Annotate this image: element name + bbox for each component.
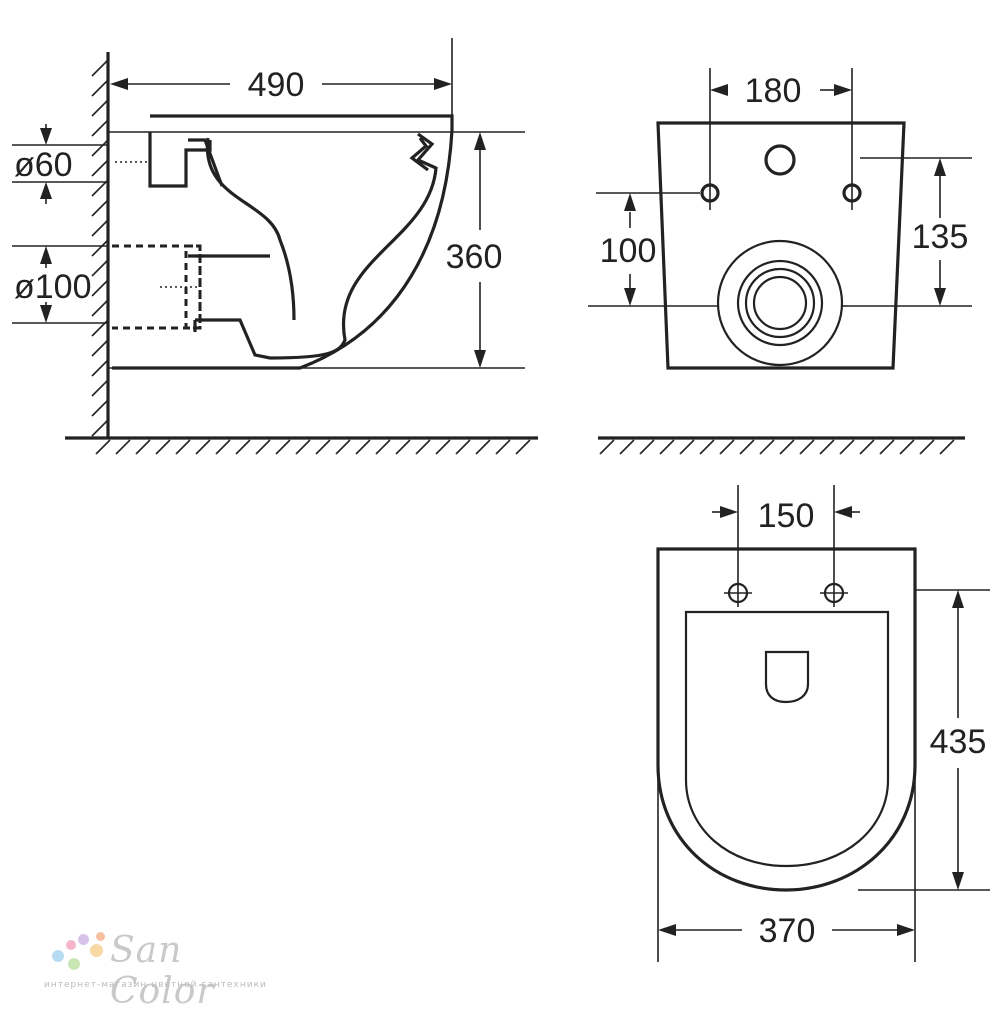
logo-dot	[78, 934, 89, 945]
wall-hatching	[91, 59, 109, 437]
dim-drain-diameter: ø100	[12, 245, 108, 324]
label-top-bolt-spacing: 150	[758, 497, 815, 535]
label-bowl-length: 435	[930, 723, 987, 761]
dim-total-depth: 490	[110, 38, 453, 116]
top-bolt-hole-right	[820, 485, 848, 607]
dim-rear-bolt-spacing: 180	[709, 68, 853, 210]
dim-top-bolt-spacing: 150	[712, 497, 860, 535]
label-total-height: 360	[446, 238, 503, 276]
rim-flush-opening	[764, 650, 810, 704]
dim-bowl-length: 435	[858, 589, 990, 891]
watermark-logo: San Color интернет-магазин цветной санте…	[44, 930, 284, 1012]
top-bowl-outline	[656, 547, 917, 892]
top-view: 150 435 370	[656, 485, 990, 962]
rear-view: 180 100 135	[588, 68, 972, 455]
logo-dot	[68, 958, 80, 970]
logo-dot	[52, 950, 64, 962]
logo-dot	[90, 944, 103, 957]
floor-hatching-left	[95, 439, 531, 455]
side-view: 490 360 ø60 ø100	[12, 38, 538, 455]
logo-dot	[96, 932, 105, 941]
label-drain-diameter: ø100	[14, 268, 92, 306]
label-total-depth: 490	[248, 66, 305, 104]
label-inlet-diameter: ø60	[14, 146, 73, 184]
label-bowl-width: 370	[759, 912, 816, 950]
dim-total-height: 360	[446, 132, 503, 368]
dim-inlet-diameter: ø60	[12, 124, 108, 204]
dim-drain-center-height: 100	[588, 192, 700, 307]
dim-bowl-width: 370	[657, 770, 916, 962]
floor-hatching-right	[599, 439, 955, 455]
logo-dot	[66, 940, 76, 950]
top-bolt-hole-left	[724, 485, 752, 607]
inlet-hole	[764, 144, 796, 176]
dim-bolt-height: 135	[846, 157, 972, 307]
logo-tagline: интернет-магазин цветной сантехники	[44, 980, 267, 990]
label-drain-center-height: 100	[600, 232, 657, 270]
label-bolt-height: 135	[912, 218, 969, 256]
label-rear-bolt-spacing: 180	[745, 72, 802, 110]
drain-outlet	[716, 239, 844, 367]
top-bowl-inner	[684, 610, 890, 868]
rear-body-outline	[656, 121, 906, 370]
